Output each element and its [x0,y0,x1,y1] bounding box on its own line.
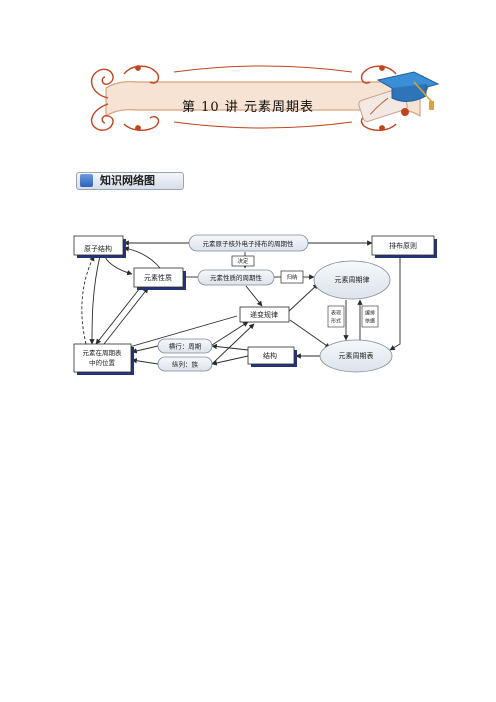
edge-variation-to-law [287,283,319,313]
node-label: 归纳 [286,273,298,281]
section-tag: 知识网络图 [76,172,184,190]
node-periodic-table: 元素周期表 [319,339,393,373]
node-element-property: 元素性质 [133,267,186,290]
node-vertical-group: 纵列：族 [157,356,213,372]
node-label: 编排 [365,310,375,317]
edge-variation-to-position [125,315,238,350]
edge-structure-to-group [211,355,249,366]
edge-position-to-property [103,287,149,345]
node-electron-periodicity: 元素原子核外电子排布的周期性 [188,234,309,252]
node-label: 形式 [331,318,341,325]
node-decides: 决定 [231,255,255,267]
node-label: 表现 [331,310,341,317]
edge-principle-to-table [389,254,401,351]
edge-periodicity-to-variation [245,285,263,307]
title-banner [90,65,440,131]
node-label: 决定 [237,257,249,265]
banner-ribbon [105,81,421,118]
node-label: 递变规律 [250,310,278,319]
edge-atomic-to-position [89,255,101,345]
node-label: 横行：周期 [169,342,202,351]
edge-group-to-variation [211,323,255,365]
node-structure: 结构 [247,346,297,367]
node-label: 元素在周期表 [83,348,123,357]
node-property-periodicity: 元素性质的周期性 [197,269,275,286]
node-label: 元素原子核外电子排布的周期性 [203,239,295,248]
section-title: 知识网络图 [100,174,155,187]
diagram-edges [81,240,401,366]
edge-property-to-position [95,287,141,345]
node-atomic-structure: 原子结构 [73,235,126,258]
node-summarize: 归纳 [280,270,304,284]
edge-structure-to-period [211,343,249,351]
node-variation-rule: 递变规律 [239,306,290,323]
node-label: 中的位置 [89,358,116,367]
node-expression-form: 表现 形式 [327,305,345,328]
edge-position-to-atomic [81,255,95,345]
node-periodic-law: 元素周期律 [313,260,391,300]
node-label: 依据 [365,318,375,325]
section-tag-frame [76,172,184,190]
edge-period-to-variation [211,321,249,346]
edge-variation-to-table [289,319,331,349]
graduation-cap-icon [376,71,440,110]
bookmark-icon [80,174,93,187]
node-arrangement-principle: 排布原则 [371,235,437,258]
node-label: 原子结构 [84,244,112,253]
node-horizontal-period: 横行：周期 [157,338,213,354]
edge-period-to-position [131,345,159,354]
node-label: 排布原则 [389,241,417,250]
node-compile-basis: 编排 依据 [361,305,379,328]
node-element-position: 元素在周期表 中的位置 [73,343,134,375]
edge-property-to-atomic [123,246,161,269]
edge-group-to-position [131,358,159,365]
node-label: 元素性质的周期性 [210,273,263,282]
node-label: 纵列：族 [172,360,199,369]
node-label: 元素周期表 [339,351,374,360]
node-label: 元素周期律 [335,275,370,284]
node-label: 元素性质 [144,273,172,282]
node-label: 结构 [263,351,277,360]
scroll-ornament-icon [90,65,160,131]
lecture-title: 第 10 讲 元素周期表 [182,100,314,115]
